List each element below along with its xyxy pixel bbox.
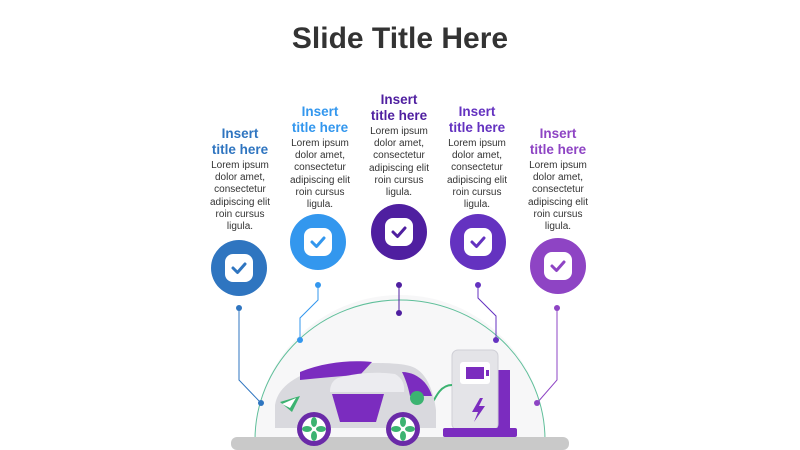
- item-4-heading: Insert title here: [448, 104, 506, 135]
- item-2-body: Lorem ipsum dolor amet, consectetur adip…: [289, 138, 351, 211]
- check-icon: [464, 228, 492, 256]
- item-4: Insert title here Lorem ipsum dolor amet…: [437, 104, 517, 211]
- item-3-heading: Insert title here: [370, 92, 428, 123]
- bolt-icon: [472, 398, 485, 422]
- item-1-badge: [211, 240, 267, 296]
- item-5-heading: Insert title here: [529, 126, 587, 157]
- item-5: Insert title here Lorem ipsum dolor amet…: [518, 126, 598, 233]
- item-2: Insert title here Lorem ipsum dolor amet…: [280, 104, 360, 211]
- check-icon: [385, 218, 413, 246]
- item-3-body: Lorem ipsum dolor amet, consectetur adip…: [368, 126, 430, 199]
- connector-1: [238, 308, 262, 404]
- connector-4: [477, 285, 497, 340]
- slide-title: Slide Title Here: [291, 22, 509, 55]
- check-icon: [225, 254, 253, 282]
- item-1: Insert title here Lorem ipsum dolor amet…: [200, 126, 280, 233]
- electric-car: [275, 361, 436, 446]
- item-5-badge: [530, 238, 586, 294]
- item-3: Insert title here Lorem ipsum dolor amet…: [359, 92, 439, 199]
- arc-line: [254, 299, 546, 441]
- item-1-body: Lorem ipsum dolor amet, consectetur adip…: [209, 160, 271, 233]
- item-3-badge: [371, 204, 427, 260]
- charging-station: [429, 349, 517, 437]
- check-icon: [304, 228, 332, 256]
- connector-5: [536, 308, 558, 404]
- item-4-body: Lorem ipsum dolor amet, consectetur adip…: [446, 138, 508, 211]
- item-2-heading: Insert title here: [291, 104, 349, 135]
- connector-2: [299, 285, 319, 340]
- check-icon: [544, 252, 572, 280]
- item-1-heading: Insert title here: [211, 126, 269, 157]
- item-4-badge: [450, 214, 506, 270]
- item-2-badge: [290, 214, 346, 270]
- item-5-body: Lorem ipsum dolor amet, consectetur adip…: [527, 160, 589, 233]
